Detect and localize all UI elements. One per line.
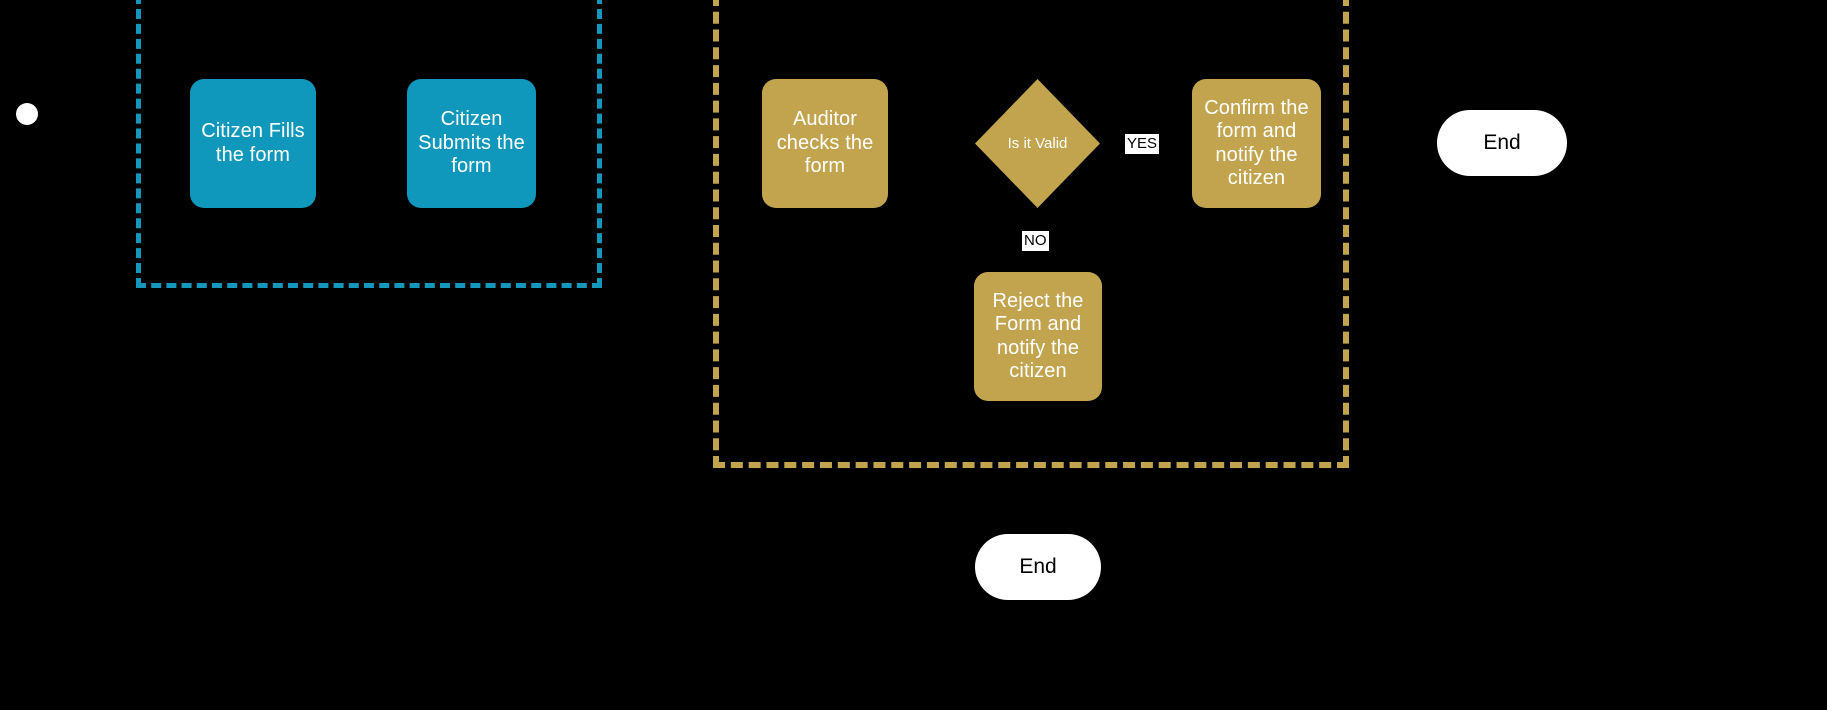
task-auditor-checks-the-form[interactable]: Auditor checks the form: [762, 79, 888, 208]
end-event-bottom[interactable]: End: [975, 534, 1101, 600]
task-reject-the-form-and-notify-the-citizen[interactable]: Reject the Form and notify the citizen: [974, 272, 1102, 401]
task-citizen-fills-the-form[interactable]: Citizen Fills the form: [190, 79, 316, 208]
task-citizen-submits-the-form[interactable]: Citizen Submits the form: [407, 79, 536, 208]
decision-is-it-valid[interactable]: Is it Valid: [975, 79, 1100, 208]
start-event-node[interactable]: [16, 103, 38, 125]
decision-label: Is it Valid: [1007, 135, 1068, 152]
edge-label-no: NO: [1022, 231, 1049, 251]
swimlane-auditor[interactable]: [713, 0, 1349, 468]
swimlane-citizen[interactable]: [136, 0, 602, 288]
task-confirm-the-form-and-notify-the-citizen[interactable]: Confirm the form and notify the citizen: [1192, 79, 1321, 208]
end-event-right[interactable]: End: [1437, 110, 1567, 176]
edge-label-yes: YES: [1125, 134, 1160, 154]
